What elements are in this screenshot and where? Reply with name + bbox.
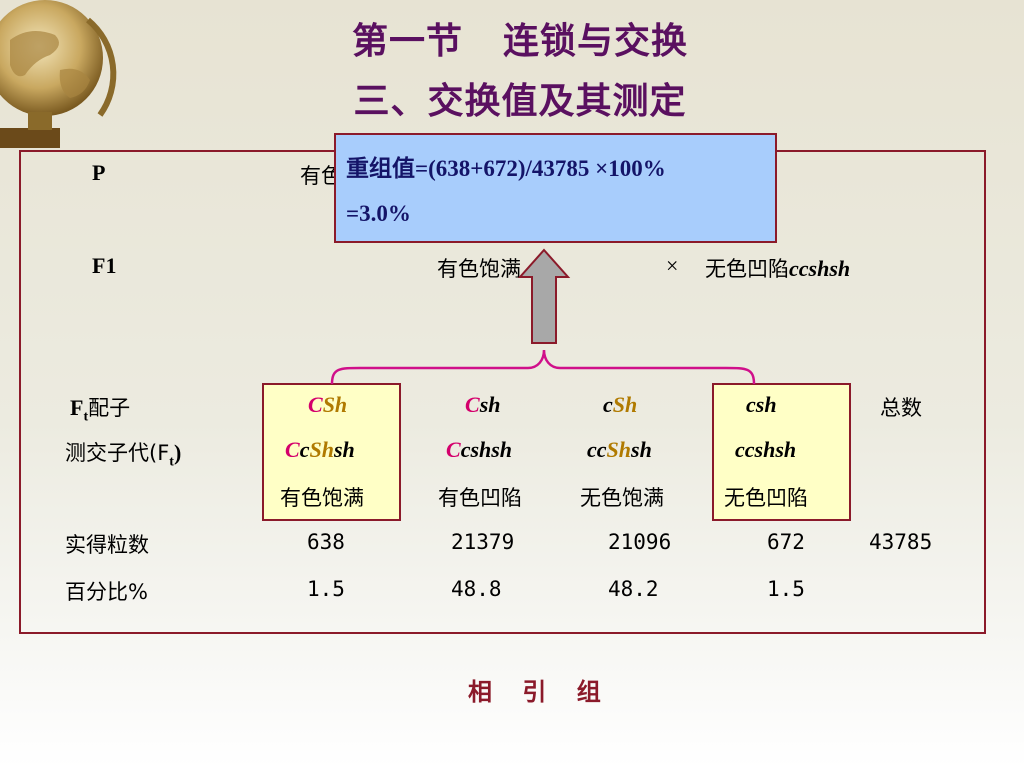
test-label-a: 测交子代(F xyxy=(65,441,170,465)
percent-3: 48.2 xyxy=(608,577,659,601)
test-label-b: ) xyxy=(173,440,182,465)
f1-times: × xyxy=(666,253,679,278)
count-2: 21379 xyxy=(451,530,515,554)
highlight-box-left xyxy=(262,383,401,521)
percent-1: 1.5 xyxy=(307,577,345,601)
brace-icon xyxy=(330,349,756,385)
gamete-1-b: Sh xyxy=(322,392,348,417)
ft-label-suffix: 配子 xyxy=(88,396,131,420)
progeny-3: ccShsh xyxy=(587,437,652,462)
f1-recessive-genotype: ccshsh xyxy=(789,256,851,281)
f1-cross-phenotype: 有色饱满 xyxy=(437,257,521,281)
section-title: 连锁与交换 xyxy=(503,20,689,62)
gamete-3: cSh xyxy=(603,392,637,418)
p-label: P xyxy=(92,160,106,185)
gamete-3-a: c xyxy=(603,392,613,417)
phenotype-3: 无色饱满 xyxy=(580,486,664,510)
section-number: 第一节 xyxy=(351,20,463,62)
ft-gamete-label: Ft配子 xyxy=(70,392,130,425)
progeny-1: CcShsh xyxy=(285,437,355,462)
callout-result: =3.0% xyxy=(346,201,411,226)
test-cross-label: 测交子代(Ft) xyxy=(65,437,181,470)
progeny-4: ccshsh xyxy=(735,437,797,462)
gamete-2-b: sh xyxy=(479,392,501,417)
gamete-1: CSh xyxy=(308,392,347,418)
highlight-box-right xyxy=(712,383,851,521)
count-3: 21096 xyxy=(608,530,672,554)
progeny-2: Ccshsh xyxy=(446,437,513,462)
test-label-sub: t xyxy=(169,454,174,470)
globe-icon xyxy=(0,0,117,148)
f1-recessive: 无色凹陷ccshsh xyxy=(705,253,850,283)
gamete-1-a: C xyxy=(308,392,323,417)
percent-label: 百分比% xyxy=(65,580,148,604)
recombination-callout: 重组值=(638+672)/43785 ×100% =3.0% xyxy=(334,133,777,243)
gamete-2-a: C xyxy=(465,392,480,417)
callout-formula: 重组值=(638+672)/43785 ×100% xyxy=(346,156,666,181)
footer-label: 相 引 组 xyxy=(468,677,605,706)
up-arrow-icon xyxy=(517,248,571,344)
count-4: 672 xyxy=(767,530,805,554)
phenotype-1: 有色饱满 xyxy=(280,486,364,510)
gamete-4: csh xyxy=(746,392,777,417)
f1-cross: 有色饱满 xyxy=(437,253,521,283)
percent-4: 1.5 xyxy=(767,577,805,601)
slide-title-line2: 三、交换值及其测定 xyxy=(353,80,687,122)
phenotype-2: 有色凹陷 xyxy=(438,486,522,510)
gamete-2: Csh xyxy=(465,392,500,418)
percent-2: 48.8 xyxy=(451,577,502,601)
total-label: 总数 xyxy=(880,396,922,420)
slide-title-line1: 第一节连锁与交换 xyxy=(8,12,1024,64)
count-1: 638 xyxy=(307,530,345,554)
phenotype-4: 无色凹陷 xyxy=(724,486,808,510)
ft-label-main: F xyxy=(70,395,84,420)
count-total: 43785 xyxy=(869,530,933,554)
gamete-3-b: Sh xyxy=(612,392,638,417)
f1-label: F1 xyxy=(92,253,117,278)
f1-recessive-phenotype: 无色凹陷 xyxy=(705,257,789,281)
ft-label-sub: t xyxy=(83,409,89,425)
count-label: 实得粒数 xyxy=(65,533,149,557)
